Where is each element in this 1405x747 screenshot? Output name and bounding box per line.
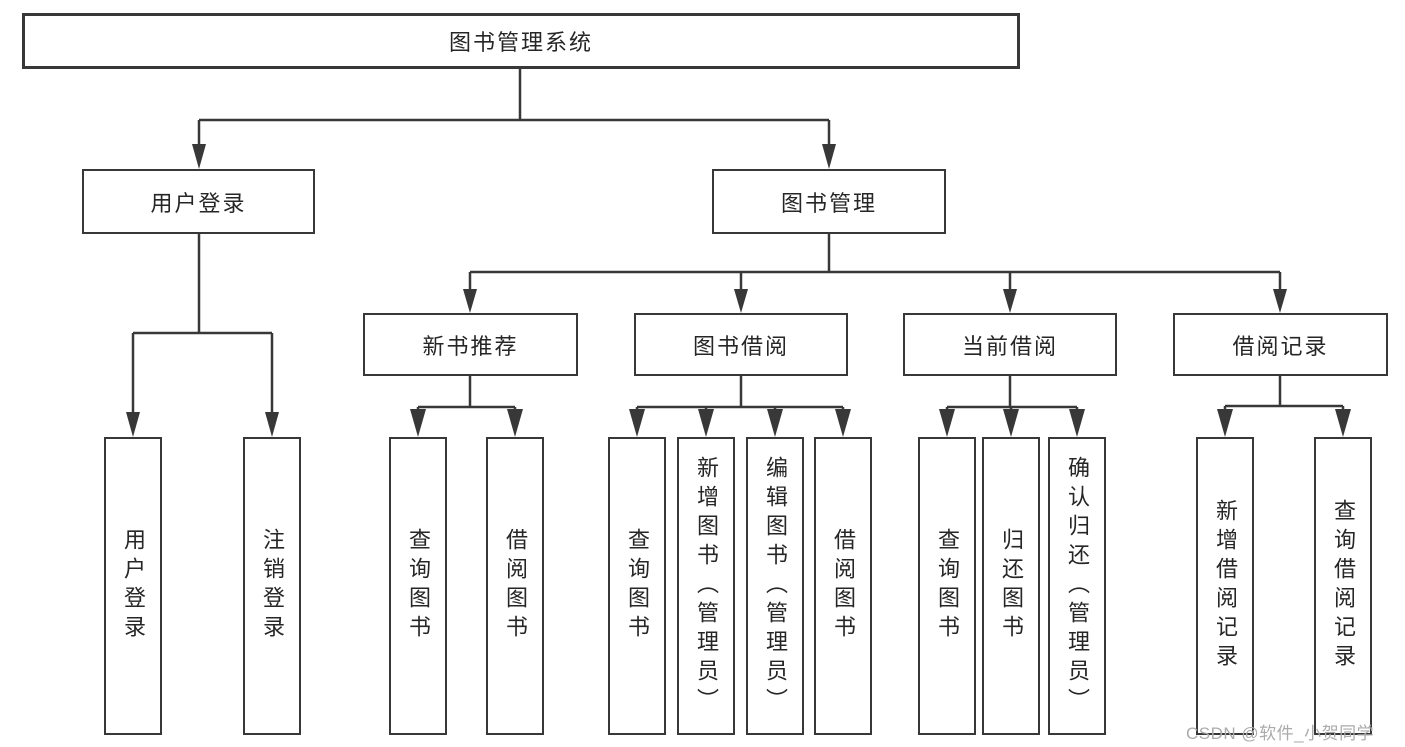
arrowheads-user-login-leaves xyxy=(126,412,279,437)
leaf-recommend-query-books: 查询图书 xyxy=(389,437,447,735)
connector-current-borrow-leaves xyxy=(945,376,1079,412)
leaf-borrow-edit-books-admin: 编辑图书（管理员） xyxy=(746,437,804,735)
arrowheads-level2 xyxy=(192,144,836,169)
leaf-logout: 注销登录 xyxy=(243,437,301,735)
node-root: 图书管理系统 xyxy=(22,13,1020,69)
leaf-current-return-books: 归还图书 xyxy=(982,437,1040,735)
node-borrow-records: 借阅记录 xyxy=(1173,313,1388,376)
leaf-records-query-record: 查询借阅记录 xyxy=(1314,437,1372,735)
arrowheads-book-borrow-leaves xyxy=(629,409,851,437)
leaf-records-add-record: 新增借阅记录 xyxy=(1196,437,1254,735)
leaf-recommend-borrow-books: 借阅图书 xyxy=(486,437,544,735)
arrowheads-new-book-recommend-leaves xyxy=(410,409,523,437)
arrowheads-borrow-records-leaves xyxy=(1217,409,1351,437)
node-book-management: 图书管理 xyxy=(712,169,946,234)
arrowheads-current-borrow-leaves xyxy=(939,409,1085,437)
leaf-borrow-borrow-books: 借阅图书 xyxy=(814,437,872,735)
node-new-book-recommend: 新书推荐 xyxy=(363,313,578,376)
connector-root-to-level2 xyxy=(197,69,831,146)
node-user-login: 用户登录 xyxy=(82,169,315,234)
watermark: CSDN @软件_小贺同学 xyxy=(1186,724,1375,743)
leaf-user-login: 用户登录 xyxy=(104,437,162,735)
connector-new-book-recommend-leaves xyxy=(416,376,517,412)
leaf-current-query-books: 查询图书 xyxy=(918,437,976,735)
connector-book-management-to-level3 xyxy=(468,234,1282,291)
leaf-current-confirm-return-admin: 确认归还（管理员） xyxy=(1048,437,1106,735)
connector-book-borrow-leaves xyxy=(635,376,845,412)
connector-borrow-records-leaves xyxy=(1223,376,1345,412)
node-current-borrow: 当前借阅 xyxy=(903,313,1117,376)
node-book-borrow: 图书借阅 xyxy=(634,313,848,376)
arrowheads-level3 xyxy=(463,289,1287,313)
leaf-borrow-add-books-admin: 新增图书（管理员） xyxy=(677,437,735,735)
connector-user-login-leaves xyxy=(131,234,274,414)
leaf-borrow-query-books: 查询图书 xyxy=(608,437,666,735)
